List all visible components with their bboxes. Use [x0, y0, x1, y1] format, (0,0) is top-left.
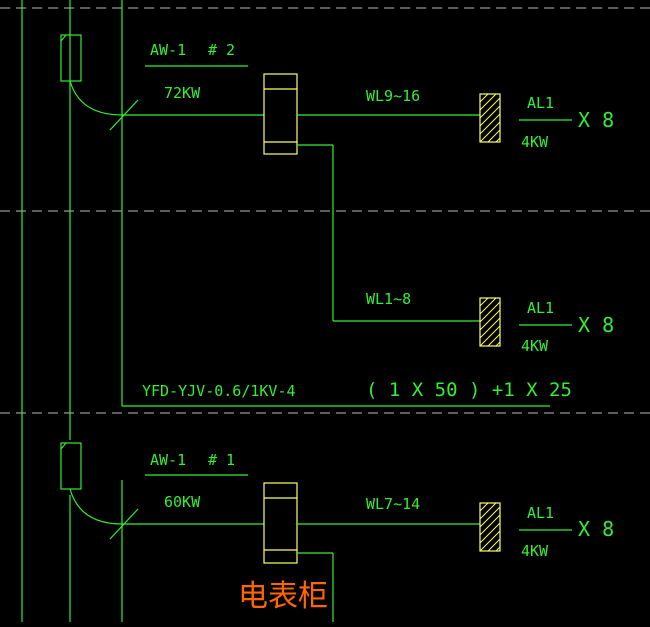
- box-power-upper-2: 4KW: [521, 337, 549, 355]
- box-name-lower-1: AL1: [527, 504, 554, 522]
- box-hatch: [479, 502, 501, 552]
- panel-number-upper: # 2: [208, 41, 235, 59]
- breaker-mark-upper: [60, 34, 67, 42]
- cabinet-outline-lower: [263, 482, 298, 564]
- box-name-upper-1: AL1: [527, 94, 554, 112]
- box-mult-upper-2: X 8: [578, 313, 614, 337]
- distribution-box-lower-1: [479, 502, 501, 552]
- box-hatch: [479, 297, 501, 347]
- breaker-mark-lower: [60, 442, 67, 450]
- box-power-upper-1: 4KW: [521, 133, 549, 151]
- branch-label-wl9: WL9~16: [366, 87, 420, 105]
- cable-size-text: ( 1 X 50 ) +1 X 25: [366, 379, 572, 401]
- panel-number-lower: # 1: [208, 451, 235, 469]
- panel-label-upper: AW-1: [150, 41, 186, 59]
- distribution-box-upper-1: [479, 93, 501, 143]
- panel-power-lower: 60KW: [164, 493, 201, 511]
- dashed-separators: [0, 7, 650, 414]
- box-mult-lower-1: X 8: [578, 517, 614, 541]
- feeder-curve-lower: [69, 488, 123, 525]
- breaker-symbol-upper: [60, 34, 82, 82]
- box-name-upper-2: AL1: [527, 299, 554, 317]
- lower-section: AW-1 # 1 60KW WL7~14 AL1: [60, 442, 614, 622]
- meter-cabinet-lower: [263, 482, 298, 564]
- box-power-lower-1: 4KW: [521, 542, 549, 560]
- meter-cabinet-annotation: 电表柜: [238, 579, 328, 614]
- vertical-bus: [21, 0, 123, 622]
- feeder-curve-upper: [69, 80, 123, 116]
- branch-label-wl7: WL7~14: [366, 495, 420, 513]
- box-mult-upper-1: X 8: [578, 108, 614, 132]
- meter-cabinet-upper: [263, 73, 298, 155]
- box-hatch: [479, 93, 501, 143]
- cabinet-outline-upper: [263, 73, 298, 155]
- upper-section: AW-1 # 2 72KW WL9~16: [60, 34, 614, 355]
- branch-label-wl1: WL1~8: [366, 290, 411, 308]
- breaker-symbol-lower: [60, 442, 82, 490]
- cable-spec-text: YFD-YJV-0.6/1KV-4: [142, 382, 296, 400]
- cable-spec: YFD-YJV-0.6/1KV-4 ( 1 X 50 ) +1 X 25: [122, 379, 572, 407]
- distribution-box-upper-2: [479, 297, 501, 347]
- panel-power-upper: 72KW: [164, 84, 201, 102]
- panel-label-lower: AW-1: [150, 451, 186, 469]
